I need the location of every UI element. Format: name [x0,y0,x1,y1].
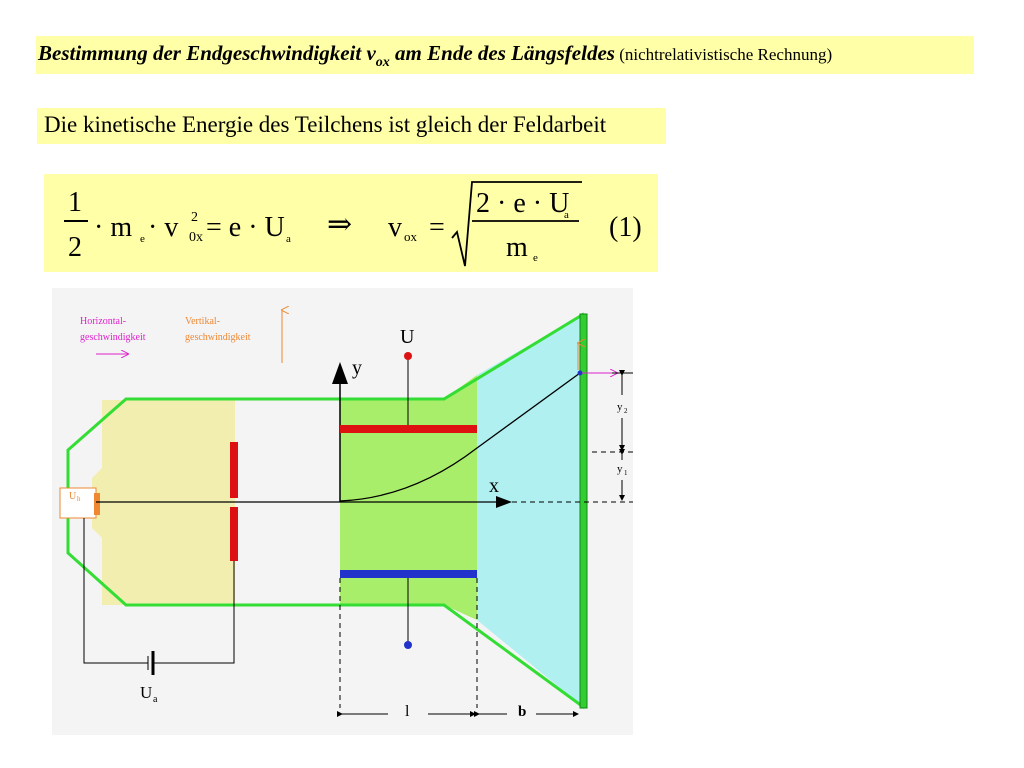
acceleration-wire-left [83,518,148,664]
root-numerator: 2 · e · U [476,188,569,219]
result-velocity-sub: ox [404,229,418,244]
legend-horizontal-line1: Horizontal- [80,316,126,327]
title-main: Bestimmung der Endgeschwindigkeit v [38,41,376,65]
rhs-work: = e · U [206,212,285,243]
title-subscript: ox [375,55,390,70]
root-denominator-sub: e [533,252,538,264]
fraction-numerator: 1 [68,187,82,218]
electron-trajectory [339,372,581,502]
root-numerator-sub: a [564,209,569,221]
x-axis-label: x [489,475,499,497]
formula-box: 1 2 · m e · v 2 0x = e · U a ⇒ v ox = 2 … [44,174,658,272]
y-axis-arrowhead [332,362,348,384]
lhs-mass: · m [94,212,132,243]
deflection-plate-top [340,425,477,433]
y2-label: y [617,401,623,413]
terminal-positive [404,352,412,360]
anode-lower [230,507,238,561]
acceleration-wire-right [153,561,235,664]
impact-point [577,370,583,376]
result-velocity: v [388,212,402,243]
statement-box: Die kinetische Energie des Teilchens ist… [37,108,666,144]
anode-upper [230,442,238,498]
square-root-sign [451,181,582,267]
y1-label-sub: 1 [624,469,628,477]
legend-vertical-line1: Vertikal- [185,316,220,327]
y2-label-sub: 2 [624,407,628,415]
equation-number: (1) [609,212,642,243]
y1-label: y [617,463,623,475]
deflection-plate-bottom [340,570,477,578]
lhs-mass-sub: e [140,233,145,245]
lhs-velocity-sup: 2 [191,210,198,225]
rhs-work-sub: a [286,233,291,245]
page-title: Bestimmung der Endgeschwindigkeit vox am… [36,36,974,74]
deflection-voltage-label: U [400,326,415,348]
lhs-velocity-sub: 0x [189,230,203,245]
legend-vertical-line2: geschwindigkeit [185,332,251,343]
statement-text: Die kinetische Energie des Teilchens ist… [44,112,607,137]
acceleration-voltage-label: U [140,683,152,702]
drift-length-label: b [518,704,526,720]
x-axis-arrowhead [496,496,512,508]
field-length-label: l [405,703,410,720]
legend-horizontal-line2: geschwindigkeit [80,332,146,343]
heater-voltage-sub: h [77,495,81,503]
terminal-negative [404,641,412,649]
acceleration-voltage-sub: a [153,694,158,705]
formula-svg: 1 2 · m e · v 2 0x = e · U a ⇒ v ox = 2 … [64,181,642,267]
deflection-field-region [340,375,477,620]
heater-voltage-label: U [69,491,77,502]
title-rest: am Ende des Längsfeldes [389,41,615,65]
cathode-filament [94,493,100,515]
y-axis-label: y [352,357,362,379]
cathode-heater [59,487,97,519]
crt-diagram: U h U a x y U [52,288,633,735]
root-denominator: m [506,232,528,263]
drift-region [477,315,582,706]
result-equals: = [429,212,445,243]
tube-outline [66,312,584,709]
screen [579,313,588,709]
crt-svg: U h U a x y U [52,288,633,735]
implies-arrow: ⇒ [327,208,352,241]
fraction-denominator: 2 [68,232,82,263]
title-note: (nichtrelativistische Rechnung) [614,45,833,64]
lhs-velocity: · v [148,212,178,243]
